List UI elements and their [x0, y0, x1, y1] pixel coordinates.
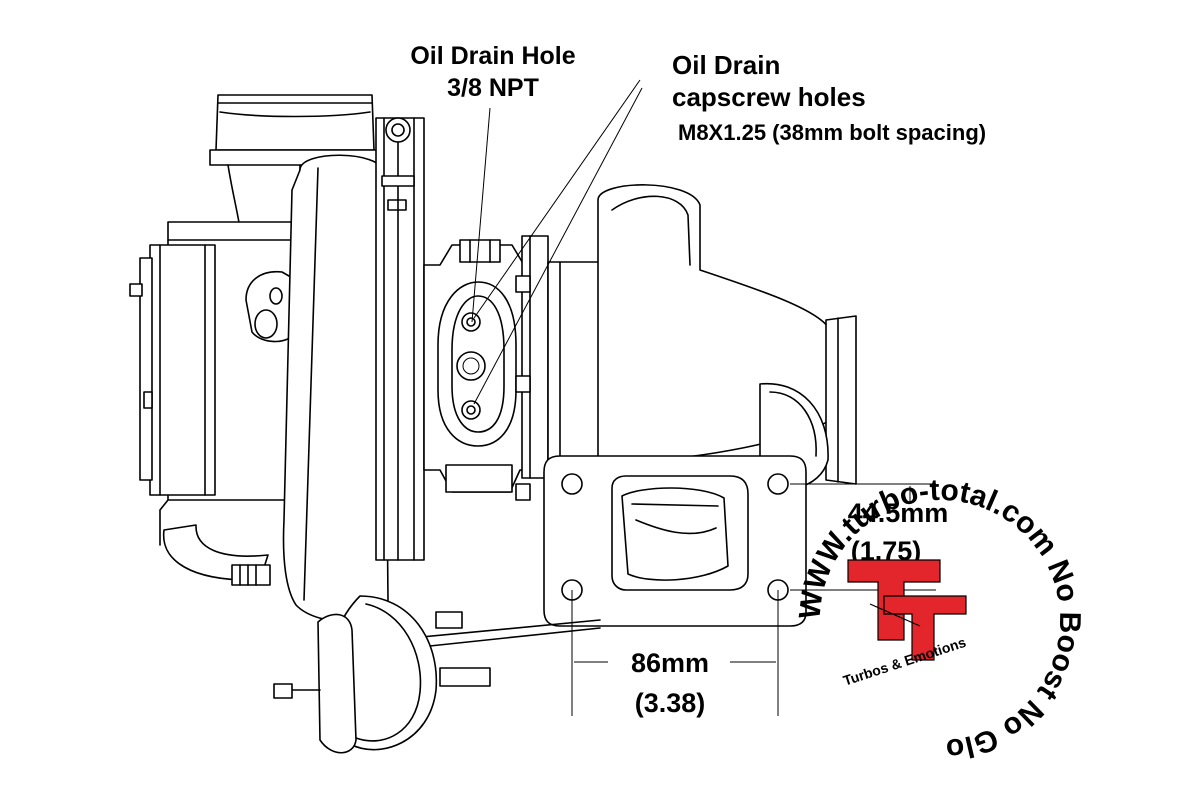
stamp-inner-text: Turbos & Emotions — [841, 634, 968, 689]
turbine-inlet-flange — [543, 455, 807, 627]
te-logo — [847, 559, 967, 661]
flange-bolts — [515, 275, 531, 501]
oil-drain-hole-label: Oil Drain Hole — [410, 42, 575, 70]
flange-height-mm: 44.5mm — [848, 498, 949, 528]
recirculation-boss — [245, 271, 299, 343]
oil-drain-hole-size-label: 3/8 NPT — [447, 74, 539, 102]
wastegate-actuator — [273, 595, 601, 754]
turbine-housing — [521, 184, 857, 490]
capscrew-spec-label: M8X1.25 (38mm bolt spacing) — [678, 120, 986, 145]
capscrew-holes-label: capscrew holes — [672, 82, 866, 112]
leader-lines — [471, 79, 643, 405]
oil-drain-label: Oil Drain — [672, 50, 780, 80]
oil-drain-flange — [437, 281, 517, 447]
dimension-lines — [571, 483, 936, 716]
compressor-housing — [282, 117, 425, 623]
flange-width-in: (3.38) — [635, 688, 706, 718]
flange-width-mm: 86mm — [631, 648, 709, 678]
